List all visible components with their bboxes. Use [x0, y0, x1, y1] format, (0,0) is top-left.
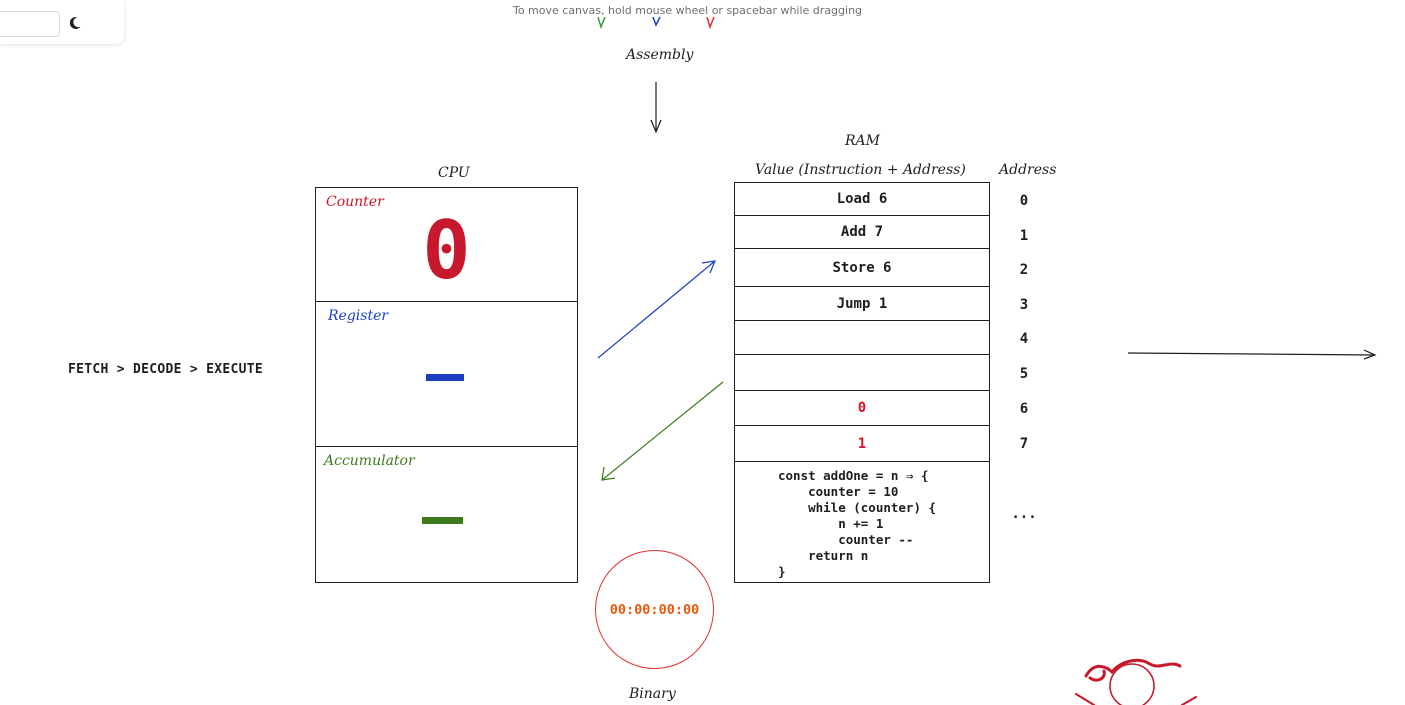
counter-label: Counter — [326, 194, 384, 210]
ram-row-6: 0 — [735, 391, 989, 426]
code-line: n += 1 — [778, 516, 884, 531]
cpu-label: CPU — [438, 165, 470, 181]
fetch-decode-execute-label: FETCH > DECODE > EXECUTE — [68, 362, 264, 377]
counter-section: Counter 0 — [316, 188, 577, 302]
code-line: counter -- — [778, 532, 914, 547]
counter-value: 0 — [422, 204, 471, 297]
right-output-arrow — [1127, 349, 1377, 360]
accumulator-value-bar — [422, 517, 463, 524]
binary-label: Binary — [629, 686, 676, 702]
code-line: const addOne = n ⇒ { — [778, 468, 929, 483]
address-3: 3 — [1019, 297, 1029, 313]
ram-row-1: Add 7 — [735, 216, 989, 249]
cpu-to-ram-arrow — [597, 260, 716, 359]
address-5: 5 — [1019, 366, 1029, 382]
code-line: counter = 10 — [778, 484, 899, 499]
top-left-toolbar — [0, 0, 124, 44]
register-label: Register — [328, 308, 389, 324]
ram-row-0: Load 6 — [735, 183, 989, 216]
ram-row-2: Store 6 — [735, 249, 989, 287]
register-value-bar — [426, 374, 464, 381]
accumulator-label: Accumulator — [324, 453, 415, 469]
ram-row-3: Jump 1 — [735, 287, 989, 321]
address-ellipsis: ... — [1011, 506, 1037, 522]
ram-row-4 — [735, 321, 989, 355]
ram-code-block: const addOne = n ⇒ { counter = 10 while … — [735, 462, 989, 582]
address-4: 4 — [1019, 331, 1029, 347]
code-line: return n — [778, 548, 869, 563]
assembly-label: Assembly — [626, 47, 694, 63]
timer-circle: 00:00:00:00 — [595, 550, 714, 669]
toolbar-input[interactable] — [0, 11, 60, 37]
address-6: 6 — [1019, 401, 1029, 417]
ram-value-header: Value (Instruction + Address) — [755, 162, 966, 178]
red-sketch-drawing — [1075, 658, 1197, 705]
code-line: } — [778, 564, 786, 579]
ram-address-header: Address — [999, 162, 1057, 178]
incoming-arrow-tips — [597, 16, 715, 30]
ram-table: Load 6 Add 7 Store 6 Jump 1 0 1 const ad… — [734, 182, 990, 583]
canvas-hint: To move canvas, hold mouse wheel or spac… — [512, 4, 863, 17]
accumulator-section: Accumulator — [316, 447, 577, 583]
moon-icon[interactable] — [66, 14, 84, 32]
cpu-box: Counter 0 Register Accumulator — [315, 187, 578, 583]
assembly-down-arrow — [650, 82, 662, 134]
address-0: 0 — [1019, 193, 1029, 209]
address-2: 2 — [1019, 262, 1029, 278]
register-section: Register — [316, 302, 577, 447]
address-7: 7 — [1019, 436, 1029, 452]
ram-label: RAM — [845, 133, 880, 149]
timer-value: 00:00:00:00 — [609, 601, 700, 618]
address-1: 1 — [1019, 228, 1029, 244]
ram-to-cpu-arrow — [601, 381, 724, 481]
code-line: while (counter) { — [778, 500, 937, 515]
ram-row-5 — [735, 355, 989, 391]
ram-row-7: 1 — [735, 426, 989, 462]
